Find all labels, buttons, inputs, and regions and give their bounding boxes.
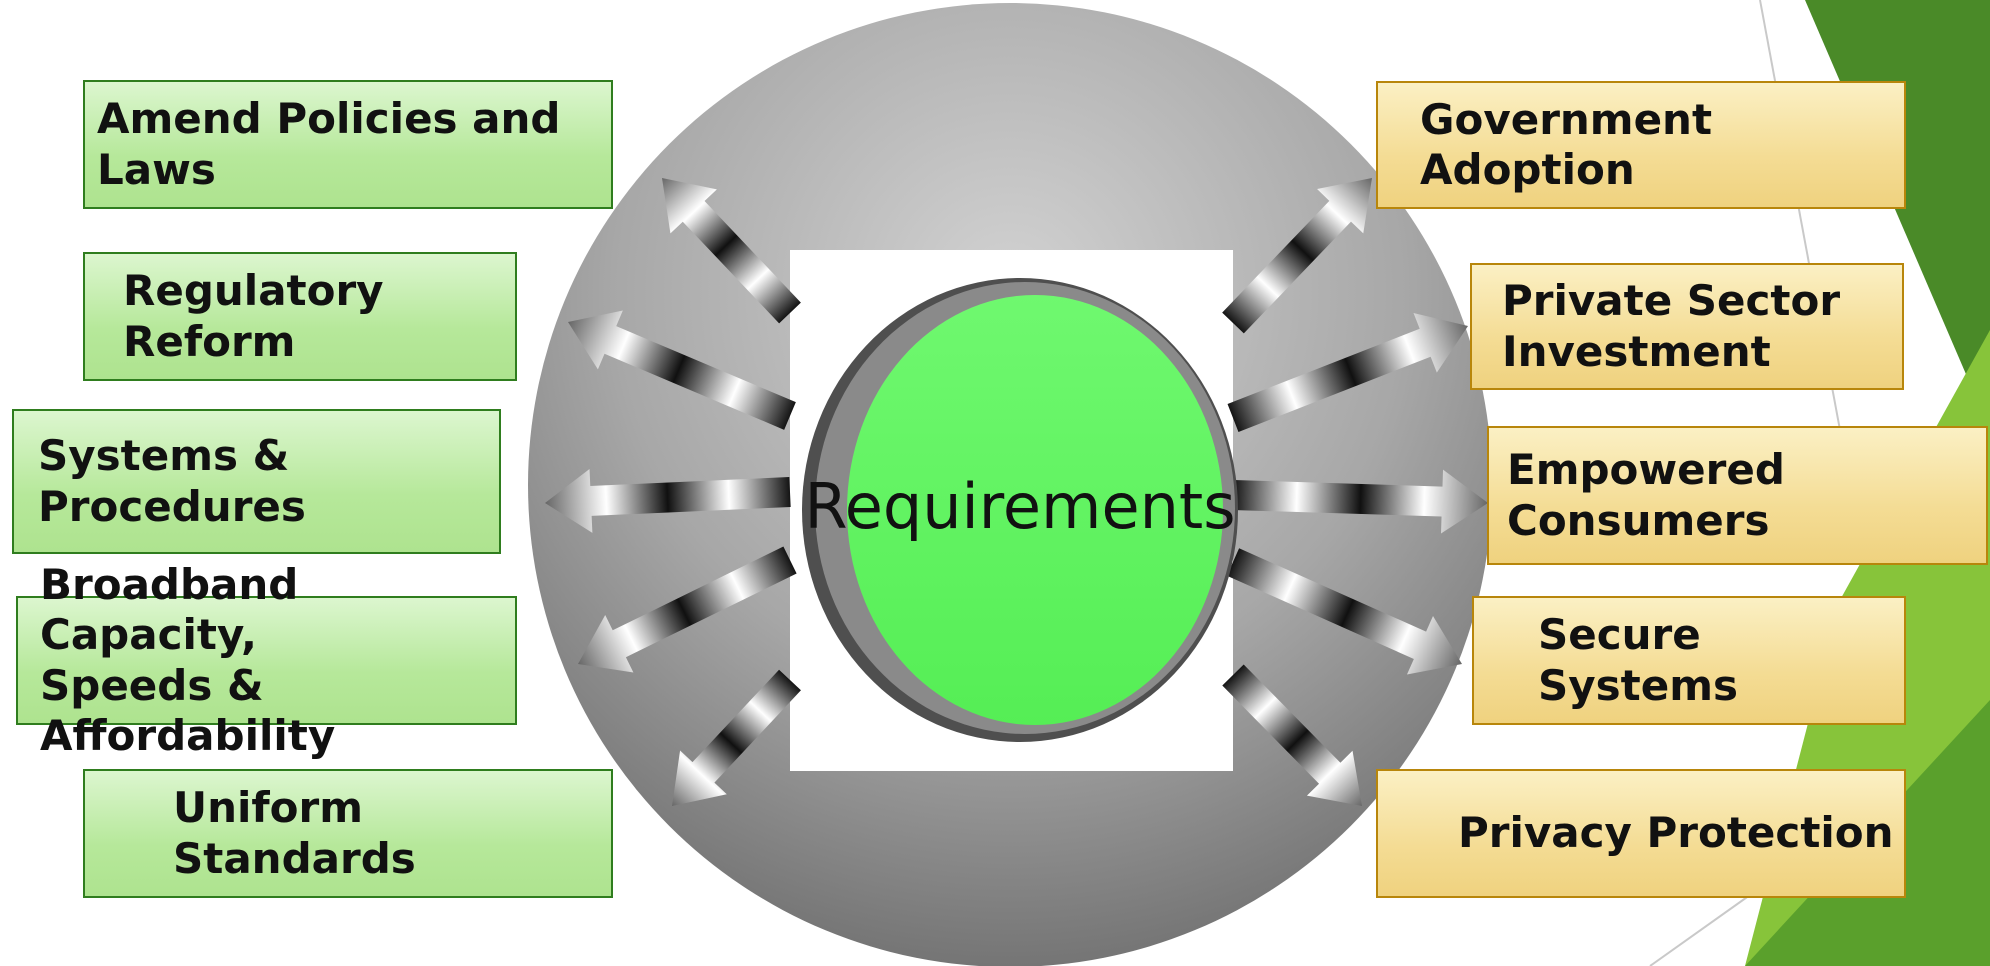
left-box-regulatory-reform: Regulatory Reform	[83, 252, 517, 381]
arrow-to-systems-procedures	[545, 468, 791, 533]
arrow-to-privacy-protection	[1222, 664, 1362, 806]
arrow-to-private-sector	[1227, 312, 1468, 432]
arrow-to-empowered-consumers	[1232, 469, 1488, 534]
arrow-to-secure-systems	[1226, 548, 1463, 675]
arrow-to-broadband	[577, 546, 797, 673]
left-box-broadband: Broadband Capacity, Speeds & Affordabili…	[16, 560, 517, 760]
arrow-to-amend-policies	[662, 177, 801, 324]
right-box-secure-systems: Secure Systems	[1472, 596, 1906, 725]
left-box-uniform-standards: Uniform Standards	[83, 769, 613, 898]
arrow-group	[545, 177, 1488, 807]
right-box-privacy-protection: Privacy Protection	[1376, 769, 1906, 898]
requirements-disc	[847, 295, 1223, 725]
left-box-systems-procedures: Systems & Procedures	[12, 409, 501, 554]
arrow-to-uniform-standards	[672, 669, 801, 807]
right-box-empowered-consumers: Empowered Consumers	[1487, 426, 1988, 565]
arrow-to-government-adoption	[1222, 177, 1373, 334]
right-box-government-adoption: Government Adoption	[1376, 81, 1906, 209]
arrow-to-regulatory-reform	[568, 310, 796, 430]
left-box-amend-policies: Amend Policies and Laws	[83, 80, 613, 209]
center-label: Requirements	[804, 470, 1236, 543]
right-box-private-sector: Private Sector Investment	[1470, 263, 1904, 390]
